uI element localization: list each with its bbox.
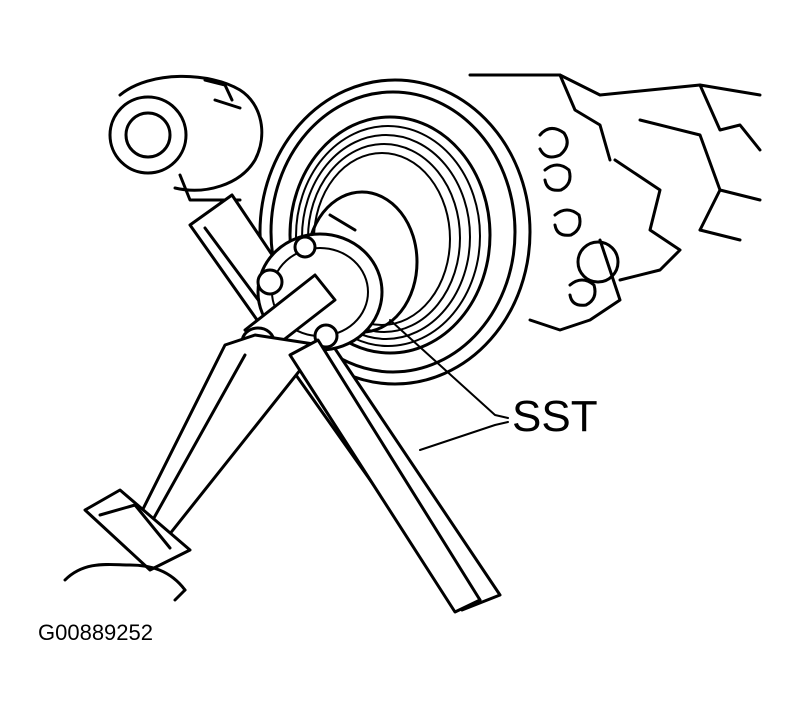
wrench-handle (83, 333, 322, 572)
alternator (108, 74, 264, 202)
sst-leader-lines (389, 319, 509, 451)
holding-tool-bar-2 (288, 338, 482, 614)
engine-block (468, 73, 762, 332)
sst-callout-label: SST (512, 392, 598, 441)
hand-outline (63, 562, 187, 602)
figure-id: G00889252 (38, 620, 153, 645)
